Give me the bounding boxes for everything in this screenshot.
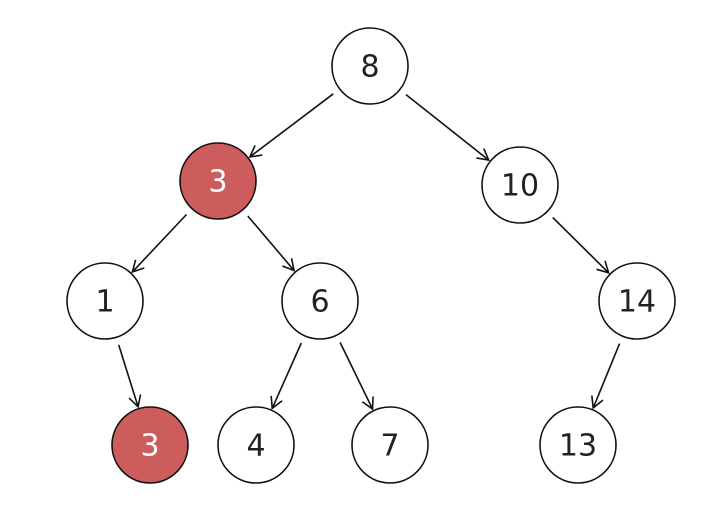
edge-1-to-3: [117, 344, 142, 409]
node-value-label: 8: [360, 50, 379, 85]
tree-node-7: 7: [351, 406, 429, 484]
node-circle: [281, 262, 359, 340]
node-circle: [481, 146, 559, 224]
node-circle: [217, 406, 295, 484]
node-value-label: 6: [310, 285, 329, 320]
node-value-label: 3: [208, 165, 227, 200]
node-value-label: 3: [140, 429, 159, 464]
edge-6-to-7: [339, 342, 374, 411]
tree-node-1: 1: [66, 262, 144, 340]
node-value-label: 14: [618, 285, 656, 320]
edges-layer: [117, 93, 621, 411]
edge-10-to-14: [552, 216, 610, 274]
edge-8-to-10: [405, 93, 491, 162]
tree-node-13: 13: [539, 406, 617, 484]
edge-14-to-13: [591, 343, 621, 410]
node-circle: [179, 142, 257, 220]
node-circle: [331, 27, 409, 105]
node-value-label: 4: [246, 429, 265, 464]
node-value-label: 7: [380, 429, 399, 464]
edge-8-to-3: [248, 93, 334, 158]
tree-node-3-highlighted: 3: [179, 142, 257, 220]
tree-node-8: 8: [331, 27, 409, 105]
node-value-label: 1: [95, 285, 114, 320]
node-circle: [598, 262, 676, 340]
edge-3-to-1: [131, 213, 188, 274]
edge-3-to-6: [247, 215, 296, 272]
tree-node-14: 14: [598, 262, 676, 340]
tree-node-6: 6: [281, 262, 359, 340]
tree-node-3-highlighted: 3: [111, 406, 189, 484]
tree-node-10: 10: [481, 146, 559, 224]
nodes-layer: 8 3 10 1 6 14 3 4 7 13: [66, 27, 676, 484]
edge-6-to-4: [270, 342, 303, 410]
node-circle: [539, 406, 617, 484]
node-value-label: 13: [559, 429, 597, 464]
node-circle: [351, 406, 429, 484]
node-circle: [66, 262, 144, 340]
node-circle: [111, 406, 189, 484]
node-value-label: 10: [501, 169, 539, 204]
tree-node-4: 4: [217, 406, 295, 484]
